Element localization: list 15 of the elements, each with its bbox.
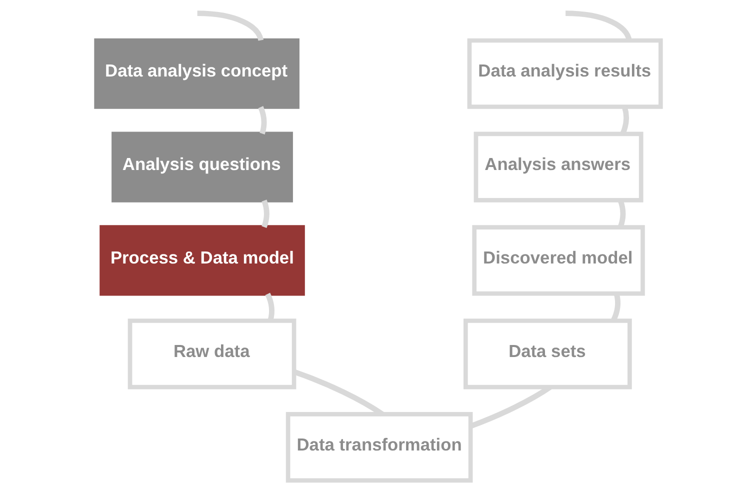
node-box: Data analysis results	[466, 38, 662, 109]
node-box: Discovered model	[472, 225, 644, 296]
node-box: Data analysis concept	[94, 38, 299, 109]
connector	[264, 292, 274, 322]
connector	[617, 200, 626, 228]
connector	[610, 293, 620, 322]
node-box: Raw data	[127, 318, 296, 390]
connector	[620, 106, 628, 135]
node-box: Analysis questions	[111, 132, 292, 202]
node-box: Process & Data model	[99, 225, 304, 296]
connector	[196, 10, 264, 42]
connector	[564, 10, 632, 42]
node-box: Analysis answers	[473, 132, 643, 202]
node-box: Data transformation	[285, 412, 472, 483]
node-box: Data sets	[463, 318, 632, 390]
